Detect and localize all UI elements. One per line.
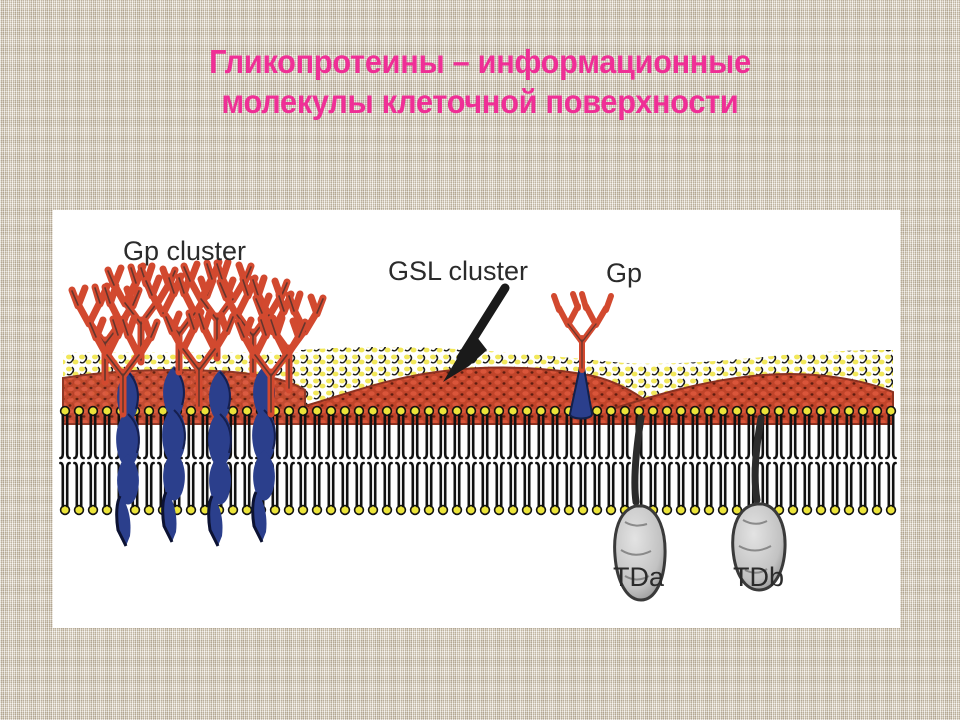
- gsl-cluster-arrow-icon: [443, 283, 510, 382]
- td-blob-group: [613, 414, 787, 602]
- label-gp-cluster: Gp cluster: [123, 236, 246, 266]
- label-gsl-cluster: GSL cluster: [388, 256, 528, 286]
- membrane-diagram-panel: Gp cluster GSL cluster Gp TDa TDb: [53, 210, 900, 628]
- label-tdb: TDb: [733, 562, 784, 592]
- label-gp: Gp: [606, 258, 642, 288]
- slide-title: Гликопротеины – информационные молекулы …: [209, 43, 751, 120]
- membrane-diagram: Gp cluster GSL cluster Gp TDa TDb: [53, 210, 900, 628]
- label-tda: TDa: [613, 562, 665, 592]
- gp-single-group: [554, 294, 611, 420]
